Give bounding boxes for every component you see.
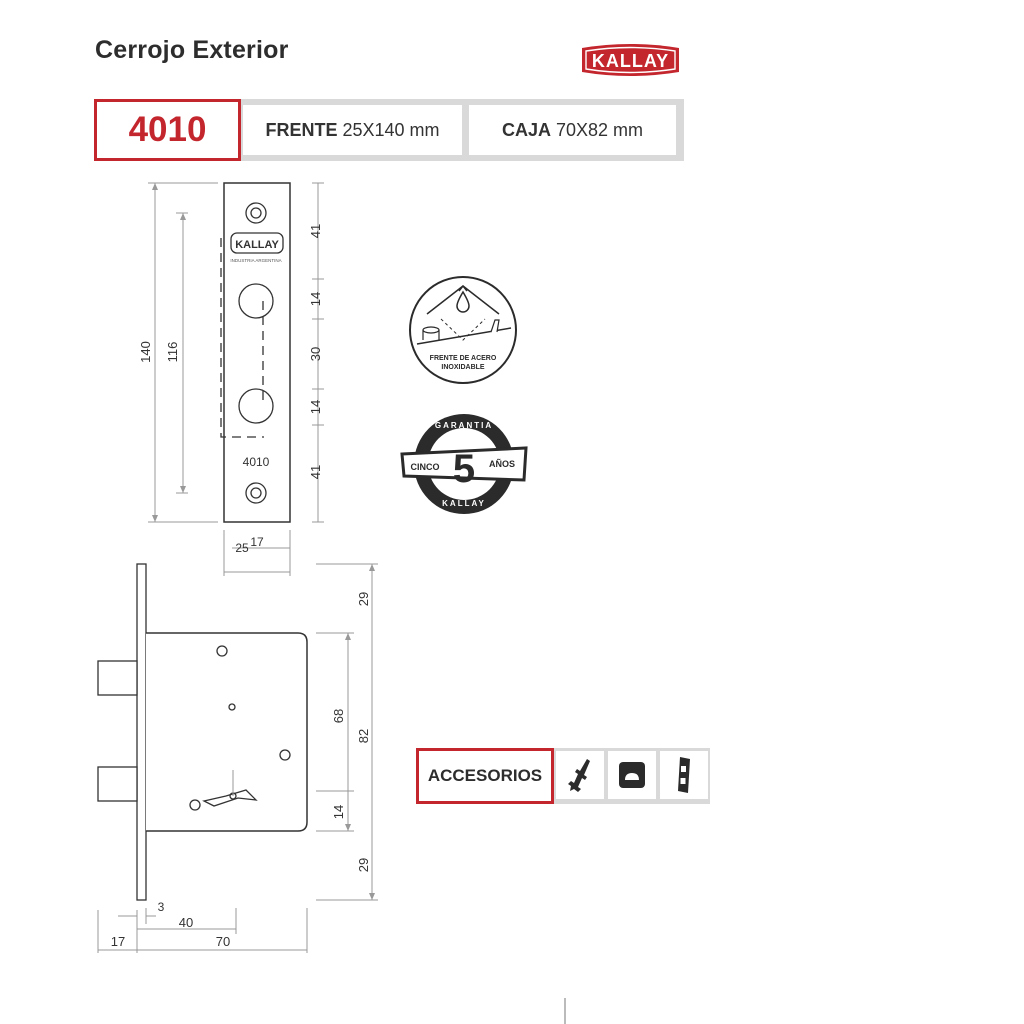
dim-seg-hole2: 14 <box>308 400 323 414</box>
faceplate-model: 4010 <box>243 455 270 469</box>
warranty-top-text: GARANTIA <box>435 421 493 430</box>
dim-width-inner: 17 <box>250 535 264 549</box>
faceplate-brand: KALLAY <box>235 239 279 251</box>
accessories-label: ACCESORIOS <box>416 748 554 804</box>
dim-bottom-margin: 29 <box>356 858 371 872</box>
warranty-right-text: AÑOS <box>489 459 515 469</box>
warranty-left-text: CINCO <box>411 462 440 472</box>
front-label: FRENTE <box>265 119 338 140</box>
dim-lower-gap: 14 <box>331 805 346 819</box>
dim-seg-hole1: 14 <box>308 292 323 306</box>
warranty-number: 5 <box>453 447 475 491</box>
dim-inner-span: 68 <box>331 709 346 723</box>
dim-box-depth: 70 <box>216 934 230 949</box>
strike-plate-icon <box>660 751 708 799</box>
box-label: CAJA <box>501 119 551 140</box>
dim-box-height: 82 <box>356 729 371 743</box>
logo-text: KALLAY <box>592 51 669 71</box>
stainless-line1: FRENTE DE ACERO <box>430 355 497 362</box>
box-spec: CAJA 70X82 mm <box>469 105 676 155</box>
dim-seg-bottom: 41 <box>308 465 323 479</box>
warranty-bottom-text: KALLAY <box>442 499 486 508</box>
stainless-steel-badge: FRENTE DE ACERO INOXIDABLE <box>409 276 517 384</box>
drop-icon <box>456 290 470 313</box>
box-value: 70X82 mm <box>555 119 644 140</box>
dim-seg-top: 41 <box>308 224 323 238</box>
dim-backset: 40 <box>179 915 193 930</box>
front-spec: FRENTE 25X140 mm <box>243 105 462 155</box>
dim-seg-mid: 30 <box>308 347 323 361</box>
dim-plate-thickness: 3 <box>158 900 165 914</box>
dim-total-height: 140 <box>138 341 153 363</box>
faceplate-outline <box>223 182 291 523</box>
model-number: 4010 <box>94 99 241 161</box>
front-value: 25X140 mm <box>342 119 440 140</box>
dim-top-margin: 29 <box>356 592 371 606</box>
faceplate-subtitle: INDUSTRIA ARGENTINA <box>230 258 281 263</box>
page-title: Cerrojo Exterior <box>95 36 289 64</box>
stainless-line2: INOXIDABLE <box>441 364 485 371</box>
warranty-badge: GARANTIA CINCO 5 AÑOS KALLAY <box>400 414 528 514</box>
kallay-logo: KALLAY <box>582 44 679 76</box>
escutcheon-icon <box>608 751 656 799</box>
dim-inner-height: 116 <box>165 342 180 363</box>
dim-bolt-throw: 17 <box>111 934 125 949</box>
key-icon <box>556 751 604 799</box>
dim-width-outer: 25 <box>235 541 249 555</box>
